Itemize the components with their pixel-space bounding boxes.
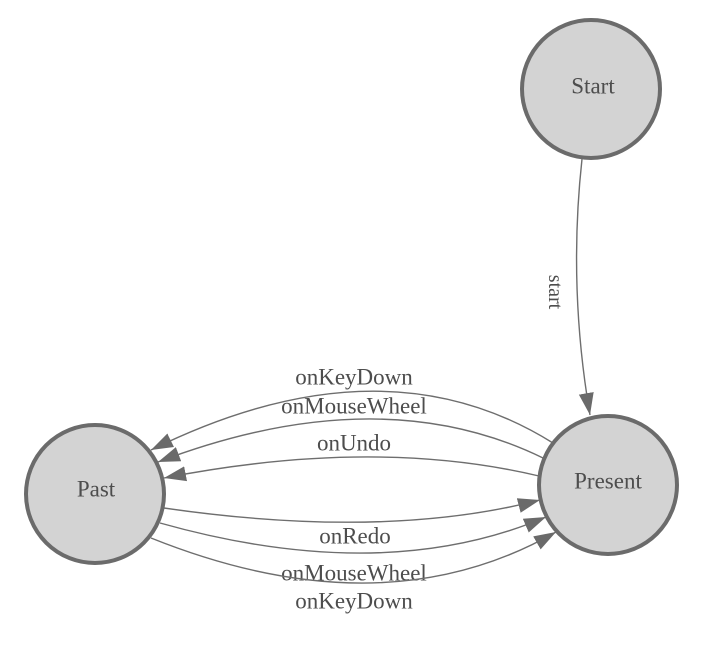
edge-present-to-past-onmousewheel: onMouseWheel xyxy=(157,394,544,463)
edge-past-to-present-onredo: onRedo xyxy=(163,498,541,549)
edge-label-onkeydown-top: onKeyDown xyxy=(295,365,413,390)
edge-start-to-present: start xyxy=(544,158,594,416)
node-present: Present xyxy=(537,414,679,556)
node-past-label: Past xyxy=(77,477,116,502)
edge-label-onmousewheel-bottom: onMouseWheel xyxy=(281,561,427,586)
node-start-circle xyxy=(520,18,662,160)
edge-past-to-present-onkeydown: onKeyDown xyxy=(150,531,557,614)
edge-onkeydown-top-path xyxy=(150,390,554,451)
edge-present-to-past-onkeydown: onKeyDown xyxy=(150,365,554,451)
edge-onredo-path xyxy=(163,498,541,523)
node-start-label: Start xyxy=(571,74,615,99)
edge-onmousewheel-top-path xyxy=(157,418,544,463)
edge-label-onredo: onRedo xyxy=(319,524,391,549)
node-present-label: Present xyxy=(574,469,642,494)
edge-label-start: start xyxy=(544,275,566,310)
edge-onmousewheel-bottom-path xyxy=(159,516,547,554)
edge-label-onkeydown-bottom: onKeyDown xyxy=(295,589,413,614)
node-past: Past xyxy=(24,423,166,565)
edge-label-onmousewheel-top: onMouseWheel xyxy=(281,394,427,419)
edge-label-onundo: onUndo xyxy=(317,431,391,456)
edge-start-to-present-path xyxy=(575,158,594,416)
edge-onkeydown-bottom-path xyxy=(150,531,557,584)
edge-present-to-past-onundo: onUndo xyxy=(163,431,540,482)
node-past-circle xyxy=(24,423,166,565)
node-present-circle xyxy=(537,414,679,556)
node-start: Start xyxy=(520,18,662,160)
edge-onundo-path xyxy=(163,456,540,482)
